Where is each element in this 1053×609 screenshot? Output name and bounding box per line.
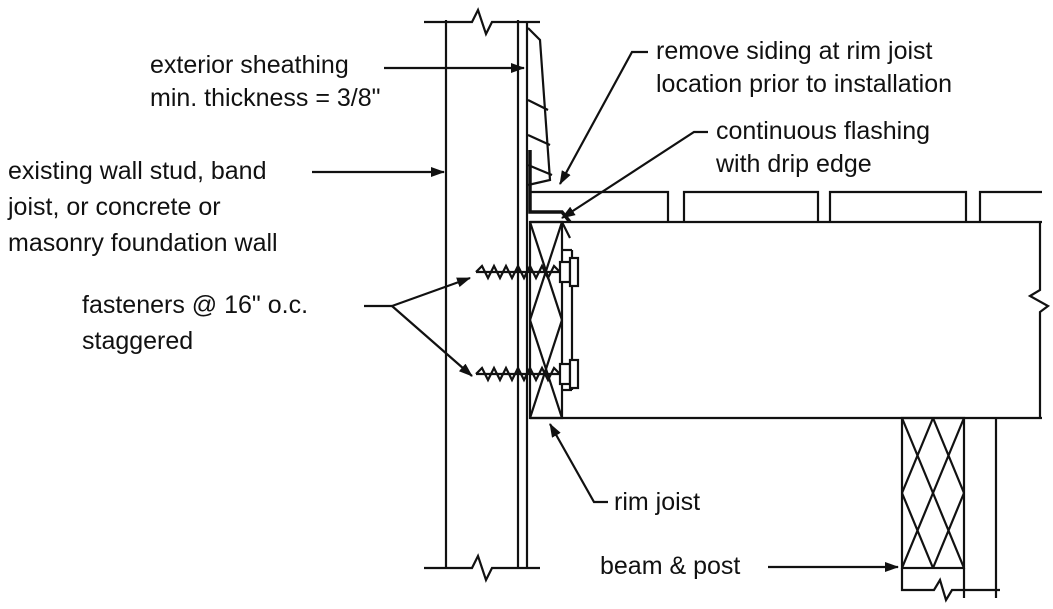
label-sheathing-line2: min. thickness = 3/8"	[150, 84, 381, 112]
continuous-flashing	[528, 150, 572, 239]
leader-flashing	[561, 130, 708, 219]
floor-joist	[530, 220, 1051, 420]
label-rim-joist: rim joist	[614, 488, 701, 516]
label-sheathing-line1: exterior sheathing	[150, 51, 349, 79]
label-flashing-line2: with drip edge	[716, 150, 872, 178]
fastener-upper	[475, 256, 580, 288]
leader-siding	[559, 50, 648, 185]
existing-wall	[424, 7, 540, 583]
label-fasteners-line2: staggered	[82, 327, 194, 355]
label-siding-line2: location prior to installation	[656, 70, 952, 98]
rim-joist-section	[528, 220, 574, 420]
label-flashing-line1: continuous flashing	[716, 117, 931, 145]
siding	[527, 27, 553, 187]
label-wall-line3: masonry foundation wall	[8, 229, 278, 257]
deck-boards	[530, 190, 1042, 222]
label-beam-post: beam & post	[600, 552, 741, 580]
label-wall-line1: existing wall stud, band	[8, 157, 267, 185]
leader-rim-joist	[549, 423, 608, 504]
label-wall-line2: joist, or concrete or	[8, 193, 221, 221]
label-siding-line1: remove siding at rim joist	[656, 37, 933, 65]
beam-and-post	[900, 416, 1000, 603]
leader-fasteners	[364, 276, 473, 377]
fastener-lower	[475, 358, 580, 390]
label-fasteners-line1: fasteners @ 16" o.c.	[82, 291, 309, 319]
